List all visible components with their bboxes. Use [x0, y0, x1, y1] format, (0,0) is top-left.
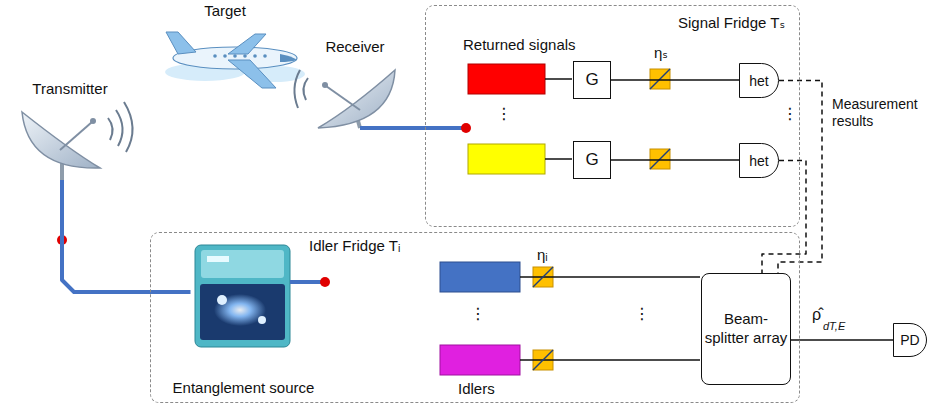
node-text: het	[749, 153, 768, 169]
idler-modes	[440, 262, 700, 375]
optical-path	[611, 159, 739, 161]
annotation-label: ⋮	[634, 304, 650, 323]
target-plane	[165, 32, 305, 88]
gain-box: G	[573, 61, 611, 99]
detector-symbol: het	[739, 63, 779, 98]
annotation-label: Measurement results	[832, 96, 932, 130]
annotation-label: ⋮	[470, 304, 486, 323]
figure-label: Transmitter	[15, 80, 125, 180]
annotation-label: Idlers	[458, 380, 495, 397]
classical-link	[778, 81, 822, 274]
node-text: G	[585, 70, 598, 90]
beam-splitter	[533, 69, 670, 370]
state-symbol: ρ̂	[812, 306, 821, 324]
figure-label: Target	[150, 2, 300, 90]
annotation-label: ηᵢ	[537, 246, 548, 263]
gain-box: G	[573, 141, 611, 179]
node-text: Receiver	[325, 38, 384, 55]
node-text: het	[749, 73, 768, 89]
optical-path	[611, 79, 739, 81]
annotation-label: ηₛ	[654, 44, 668, 62]
beam-splitter-array: Beam-splitter array	[701, 273, 791, 385]
state-symbol: dT,E	[823, 320, 845, 332]
node-text: Idler Fridge Tᵢ	[309, 237, 799, 254]
detector-symbol: PD	[893, 323, 927, 357]
node-text: PD	[900, 332, 919, 348]
optical-path	[791, 339, 893, 341]
node-text: Target	[204, 2, 246, 19]
annotation-label: ⋮	[782, 104, 798, 123]
node-text: Beam-splitter array	[702, 310, 790, 348]
source-block: Entanglement source	[168, 244, 320, 396]
annotation-label: Returned signals	[463, 36, 576, 53]
receiver-dish	[294, 70, 471, 133]
node-text: Transmitter	[32, 80, 107, 97]
entanglement-source	[195, 245, 330, 347]
cable	[62, 180, 191, 292]
node-text: Signal Fridge Tₛ	[426, 14, 799, 32]
figure-label: Receiver	[300, 38, 410, 133]
node-text: G	[585, 150, 598, 170]
beam-splitter-diagonal	[533, 69, 670, 370]
annotation-label: ⋮	[496, 104, 512, 123]
transmitter-dish	[22, 102, 133, 240]
signal-modes	[468, 64, 572, 174]
node-text: Entanglement source	[173, 379, 315, 396]
detector-symbol: het	[739, 143, 779, 178]
